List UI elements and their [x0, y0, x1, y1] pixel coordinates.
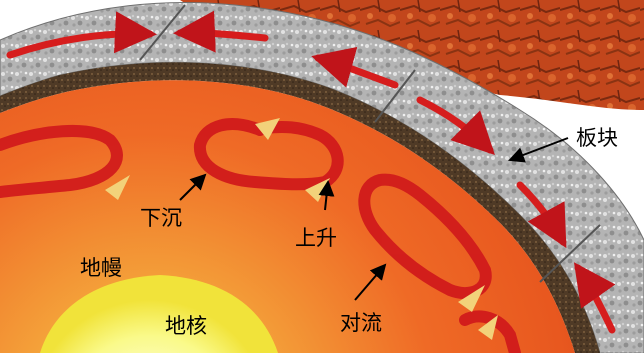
label-core: 地核 [165, 314, 207, 338]
label-rise: 上升 [295, 226, 337, 250]
label-convection: 对流 [340, 311, 382, 335]
label-mantle: 地幔 [80, 256, 122, 280]
label-plate: 板块 [576, 126, 618, 150]
label-sink: 下沉 [140, 206, 182, 230]
